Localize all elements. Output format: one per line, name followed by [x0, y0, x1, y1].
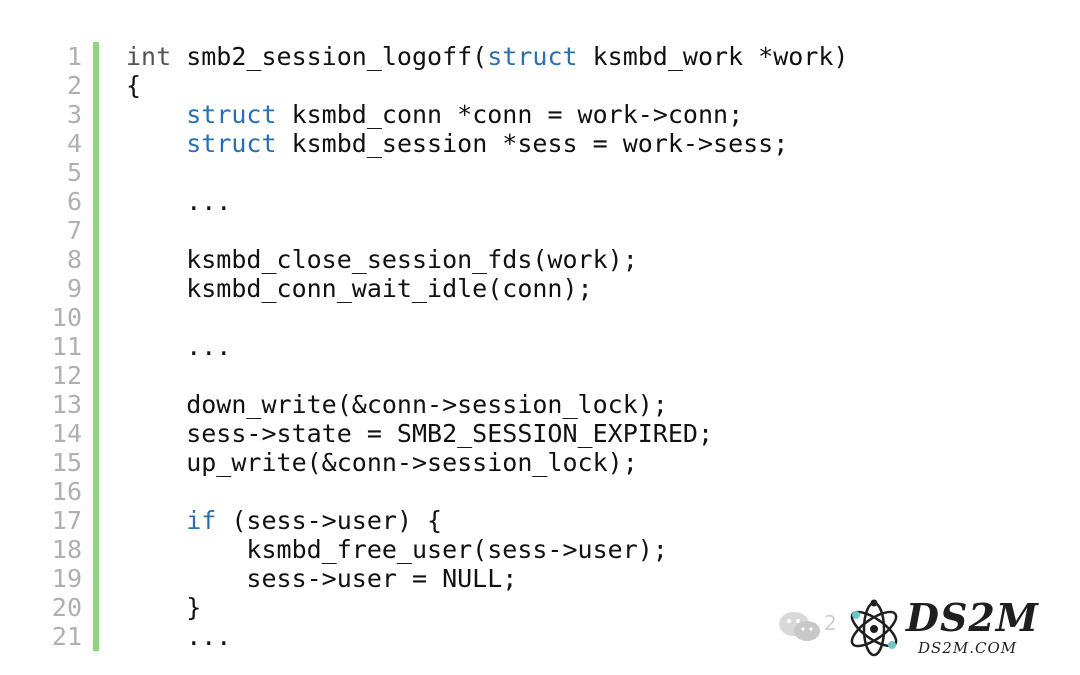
line-number: 19 [51, 564, 82, 593]
keyword: int [126, 42, 172, 71]
code-line: 7 [38, 216, 1038, 245]
gutter-marker [93, 361, 99, 390]
watermark-brand: DS2M [906, 595, 1039, 640]
code-text: ksmbd_free_user(sess->user); [126, 535, 668, 564]
gutter-marker [93, 187, 99, 216]
line-number: 9 [66, 274, 82, 303]
line-number: 2 [66, 71, 82, 100]
line-number: 14 [51, 419, 82, 448]
gutter-marker [93, 593, 99, 622]
watermark-wechat-text: 2 [824, 611, 837, 635]
keyword: struct [487, 42, 578, 71]
code-line: 1 int smb2_session_logoff(struct ksmbd_wo… [38, 42, 1038, 71]
gutter-marker [93, 419, 99, 448]
code-text: struct ksmbd_conn *conn = work->conn; [186, 100, 744, 129]
gutter-marker [93, 71, 99, 100]
gutter-marker [93, 622, 99, 651]
code-line: 13 down_write(&conn->session_lock); [38, 390, 1038, 419]
gutter-marker [93, 564, 99, 593]
gutter-marker [93, 477, 99, 506]
code-viewer: 1 int smb2_session_logoff(struct ksmbd_wo… [38, 42, 1038, 651]
code-text: } [126, 593, 202, 622]
gutter-marker [93, 274, 99, 303]
line-number: 1 [66, 42, 82, 71]
wechat-icon [779, 612, 820, 641]
code-line: 11 ... [38, 332, 1038, 361]
keyword: if [186, 506, 217, 535]
gutter-marker [93, 100, 99, 129]
watermark-url: DS2M.COM [918, 639, 1018, 657]
line-number: 13 [51, 390, 82, 419]
line-number: 16 [51, 477, 82, 506]
code-text: ... [126, 332, 232, 361]
line-number: 5 [66, 158, 82, 187]
code-line: 9 ksmbd_conn_wait_idle(conn); [38, 274, 1038, 303]
code-line: 15 up_write(&conn->session_lock); [38, 448, 1038, 477]
code-line: 5 [38, 158, 1038, 187]
line-number: 18 [51, 535, 82, 564]
gutter-marker [93, 303, 99, 332]
keyword: struct [186, 129, 277, 158]
code-text: up_write(&conn->session_lock); [126, 448, 638, 477]
code-text: ksmbd_conn_wait_idle(conn); [126, 274, 593, 303]
gutter-marker [93, 158, 99, 187]
code-text: struct ksmbd_session *sess = work->sess; [186, 129, 789, 158]
code-text: if (sess->user) { [186, 506, 443, 535]
code-line: 17 if (sess->user) { [38, 506, 1038, 535]
gutter-marker [93, 506, 99, 535]
code-line: 8 ksmbd_close_session_fds(work); [38, 245, 1038, 274]
code-line: 3 struct ksmbd_conn *conn = work->conn; [38, 100, 1038, 129]
gutter-marker [93, 129, 99, 158]
code-line: 4 struct ksmbd_session *sess = work->ses… [38, 129, 1038, 158]
code-text: sess->state = SMB2_SESSION_EXPIRED; [126, 419, 713, 448]
line-number: 21 [51, 622, 82, 651]
watermark: 2 DS2M DS2M.COM [778, 595, 1068, 665]
gutter-marker [93, 332, 99, 361]
code-text: ... [126, 187, 232, 216]
code-line: 2{ [38, 71, 1038, 100]
code-text: int smb2_session_logoff(struct ksmbd_wor… [126, 42, 849, 71]
line-number: 17 [51, 506, 82, 535]
line-number: 10 [51, 303, 82, 332]
code-line: 14 sess->state = SMB2_SESSION_EXPIRED; [38, 419, 1038, 448]
code-text: sess->user = NULL; [126, 564, 518, 593]
code-text: down_write(&conn->session_lock); [126, 390, 668, 419]
code-text: { [126, 71, 142, 100]
code-text: ... [126, 622, 232, 651]
keyword: struct [186, 100, 277, 129]
gutter-marker [93, 448, 99, 477]
code-line: 18 ksmbd_free_user(sess->user); [38, 535, 1038, 564]
line-number: 3 [66, 100, 82, 129]
line-number: 4 [66, 129, 82, 158]
line-number: 15 [51, 448, 82, 477]
atom-logo-icon [850, 599, 898, 657]
code-line: 21 ... [38, 622, 1038, 651]
code-line: 10 [38, 303, 1038, 332]
line-number: 11 [51, 332, 82, 361]
gutter-marker [93, 216, 99, 245]
code-line: 16 [38, 477, 1038, 506]
gutter-marker [93, 245, 99, 274]
line-number: 6 [66, 187, 82, 216]
code-line: 6 ... [38, 187, 1038, 216]
line-number: 7 [66, 216, 82, 245]
line-number: 20 [51, 593, 82, 622]
gutter-marker [93, 42, 99, 71]
code-line: 20 } [38, 593, 1038, 622]
code-line: 12 [38, 361, 1038, 390]
line-number: 12 [51, 361, 82, 390]
code-line: 19 sess->user = NULL; [38, 564, 1038, 593]
gutter-marker [93, 535, 99, 564]
gutter-marker [93, 390, 99, 419]
code-text: ksmbd_close_session_fds(work); [126, 245, 638, 274]
line-number: 8 [66, 245, 82, 274]
